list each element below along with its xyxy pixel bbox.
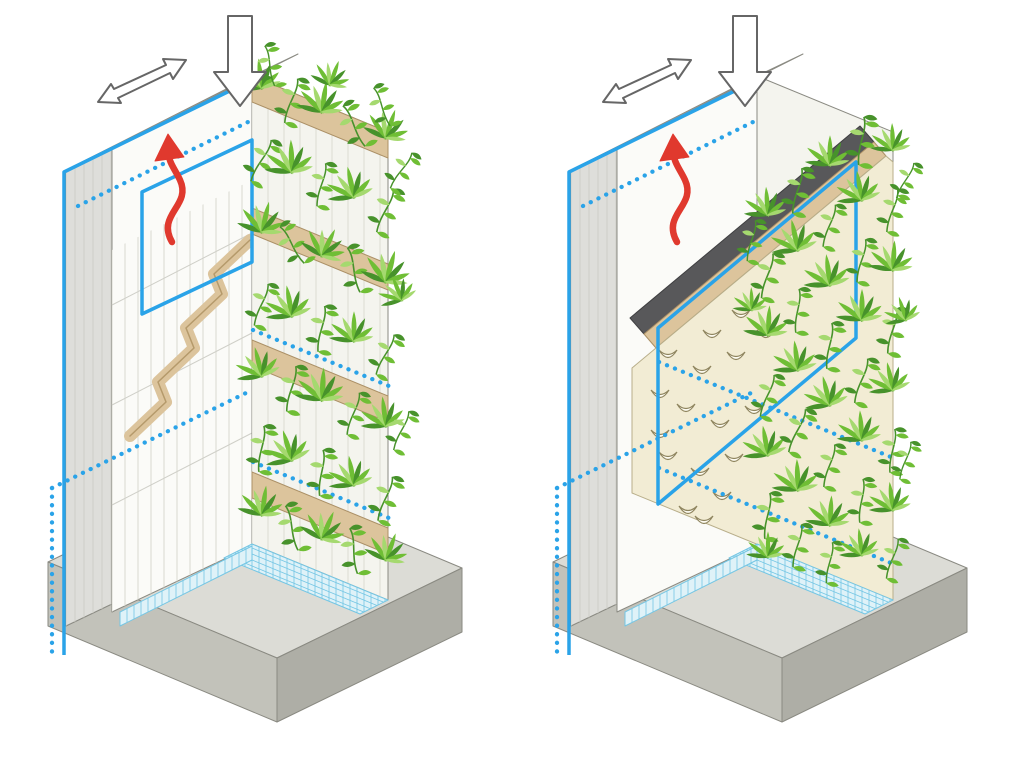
back-wall-texture <box>571 148 617 626</box>
drainage-channel-grid-l-line <box>729 554 893 614</box>
panel-modular-trellis-green-facade <box>47 15 463 723</box>
back-wall-edge <box>570 147 618 627</box>
irrigation-dotted-row-2 <box>250 327 392 389</box>
irrigation-zone-outline <box>140 138 254 316</box>
trellis-rail-3 <box>111 432 253 506</box>
air-inlet-arrow <box>213 15 267 107</box>
base-right-face <box>276 567 463 723</box>
panel-continuous-felt-living-wall <box>552 15 968 723</box>
back-wall-edge <box>65 147 113 627</box>
wood-frame-zigzag-edge <box>129 239 251 437</box>
drainage-dotted-run <box>554 388 758 491</box>
irrigation-supply-riser <box>567 79 756 655</box>
irrigation-dotted-top <box>75 118 253 209</box>
trellis-rail-1 <box>111 232 253 306</box>
irrigation-zone-outline <box>656 160 858 506</box>
wind-exchange-arrow <box>602 58 692 104</box>
wind-exchange-arrow <box>97 58 187 104</box>
drainage-channel <box>223 543 389 615</box>
climbing-plants-item <box>308 55 354 92</box>
drainage-dotted-run <box>49 388 253 491</box>
drainage-channel-grid-l-line <box>224 554 388 614</box>
base-right-face <box>781 567 968 723</box>
warm-air-arrowhead <box>154 133 185 162</box>
irrigation-dotted-row-2 <box>656 359 894 460</box>
irrigation-supply-riser <box>62 79 251 655</box>
drainage-channel <box>728 543 894 615</box>
irrigation-dotted-row-3 <box>656 465 894 566</box>
back-wall-texture <box>66 148 112 626</box>
trellis-rail-2 <box>111 332 253 406</box>
irrigation-dotted-row-3 <box>250 459 392 521</box>
irrigation-dotted-top <box>580 118 758 209</box>
warm-air-arrowhead <box>659 133 690 162</box>
air-inlet-arrow <box>718 15 772 107</box>
